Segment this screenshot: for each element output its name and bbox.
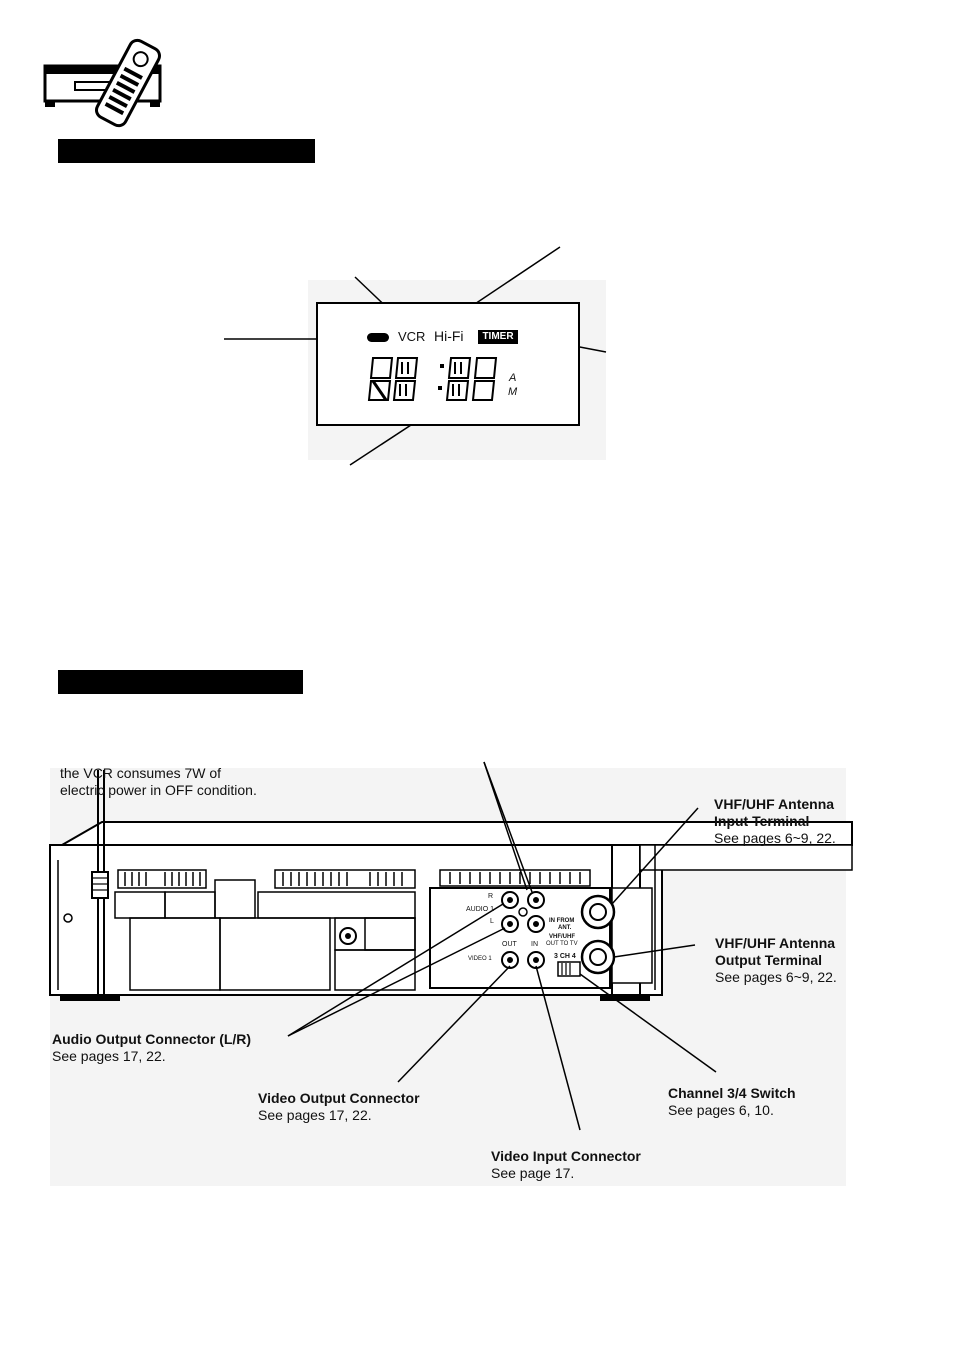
jack-label-r: R [488, 893, 494, 900]
antenna-input-title1: VHF/UHF Antenna [714, 796, 835, 812]
video-output-ref: See pages 17, 22. [258, 1107, 372, 1123]
jack-label-out-to-tv: OUT TO TV [546, 941, 578, 947]
jack-label-out: OUT [502, 941, 517, 948]
video-input-title: Video Input Connector [491, 1148, 641, 1164]
power-note-line2: electric power in OFF condition. [60, 782, 257, 798]
section-header-bar-rear [58, 670, 303, 694]
antenna-input-callout: VHF/UHF Antenna Input Terminal See pages… [714, 796, 836, 847]
vcr-remote-icon [43, 38, 162, 128]
antenna-output-title2: Output Terminal [715, 952, 823, 968]
antenna-output-title1: VHF/UHF Antenna [715, 935, 836, 951]
jack-label-ant: ANT. [558, 925, 572, 931]
vcr-indicator-label: VCR [398, 329, 426, 344]
timer-indicator-label: TIMER [482, 331, 514, 342]
jack-label-in-from: IN FROM [549, 918, 575, 924]
audio-output-title: Audio Output Connector (L/R) [52, 1031, 252, 1047]
video-input-ref: See page 17. [491, 1165, 575, 1181]
channel-switch-callout: Channel 3/4 Switch See pages 6, 10. [668, 1085, 796, 1119]
channel-switch-ref: See pages 6, 10. [668, 1102, 774, 1118]
jack-label-vhf-uhf: VHF/UHF [549, 934, 575, 940]
display-diagram [224, 246, 607, 466]
video-output-title: Video Output Connector [258, 1090, 420, 1106]
jack-label-audio1: AUDIO 1 [466, 906, 495, 913]
pm-indicator: M [508, 386, 518, 398]
am-indicator: A [509, 372, 517, 384]
antenna-output-callout: VHF/UHF Antenna Output Terminal See page… [715, 935, 837, 986]
jack-label-video1: VIDEO 1 [468, 956, 492, 962]
video-input-callout: Video Input Connector See page 17. [491, 1148, 641, 1182]
antenna-input-ref: See pages 6~9, 22. [714, 830, 836, 846]
rear-panel-diagram [49, 761, 853, 1131]
section-header-bar-display [58, 139, 315, 163]
jack-label-ch-switch: 3 CH 4 [554, 953, 576, 960]
audio-output-ref: See pages 17, 22. [52, 1048, 166, 1064]
antenna-input-title2: Input Terminal [714, 813, 810, 829]
jack-label-l: L [490, 918, 494, 925]
power-note-line1: the VCR consumes 7W of [60, 765, 222, 781]
antenna-output-ref: See pages 6~9, 22. [715, 969, 837, 985]
video-output-callout: Video Output Connector See pages 17, 22. [258, 1090, 420, 1124]
hifi-indicator-label: Hi-Fi [434, 328, 464, 344]
audio-output-callout: Audio Output Connector (L/R) See pages 1… [52, 1031, 251, 1065]
jack-label-in: IN [531, 941, 538, 948]
channel-switch-title: Channel 3/4 Switch [668, 1085, 796, 1101]
